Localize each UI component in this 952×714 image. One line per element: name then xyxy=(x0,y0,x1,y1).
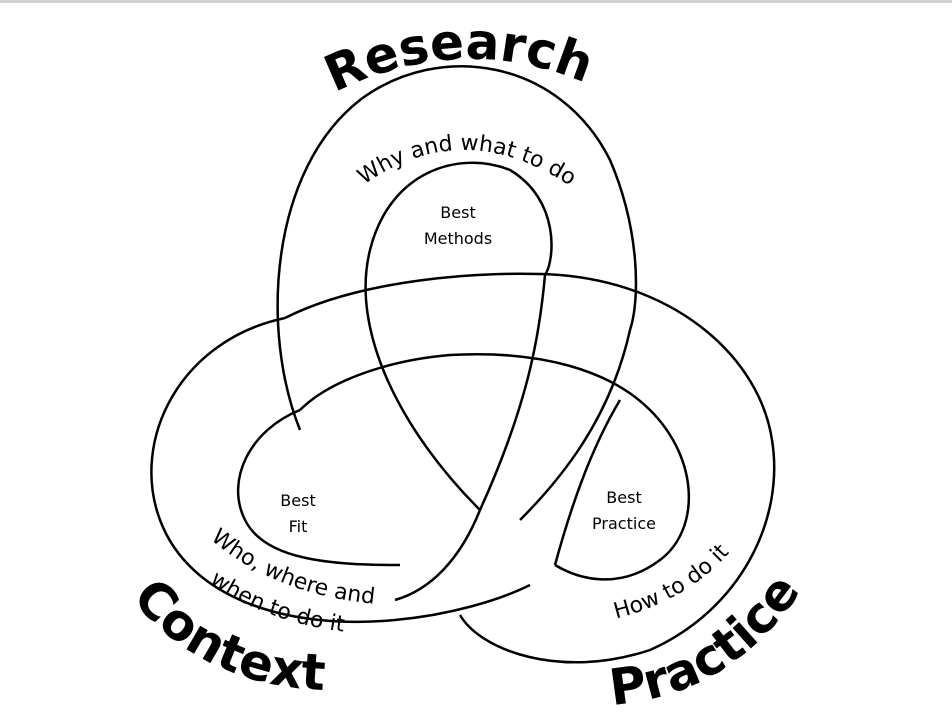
research-loop-outer xyxy=(276,65,638,431)
best-methods-line1: Best xyxy=(440,203,475,222)
cross-band-bottom xyxy=(299,353,690,581)
context-loop-outer xyxy=(150,316,531,624)
practice-subtitle: How to do it xyxy=(611,539,734,624)
best-practice-line2: Practice xyxy=(592,514,656,533)
context-loop-inner xyxy=(236,408,401,567)
practice-loop-inner xyxy=(553,399,622,566)
practice-title: Practice xyxy=(606,563,811,714)
research-leg-right xyxy=(394,274,547,602)
research-title: Research xyxy=(316,12,601,103)
research-leg-outer-right xyxy=(519,329,632,521)
research-subtitle: Why and what to do xyxy=(353,131,580,191)
best-fit-line2: Fit xyxy=(289,517,308,536)
best-fit-line1: Best xyxy=(280,491,315,510)
knot-outlines xyxy=(150,65,776,664)
best-practice-line1: Best xyxy=(606,488,641,507)
research-loop-inner xyxy=(364,161,553,511)
top-border xyxy=(0,0,952,3)
cross-band-top xyxy=(284,272,776,664)
best-methods-line2: Methods xyxy=(424,229,492,248)
